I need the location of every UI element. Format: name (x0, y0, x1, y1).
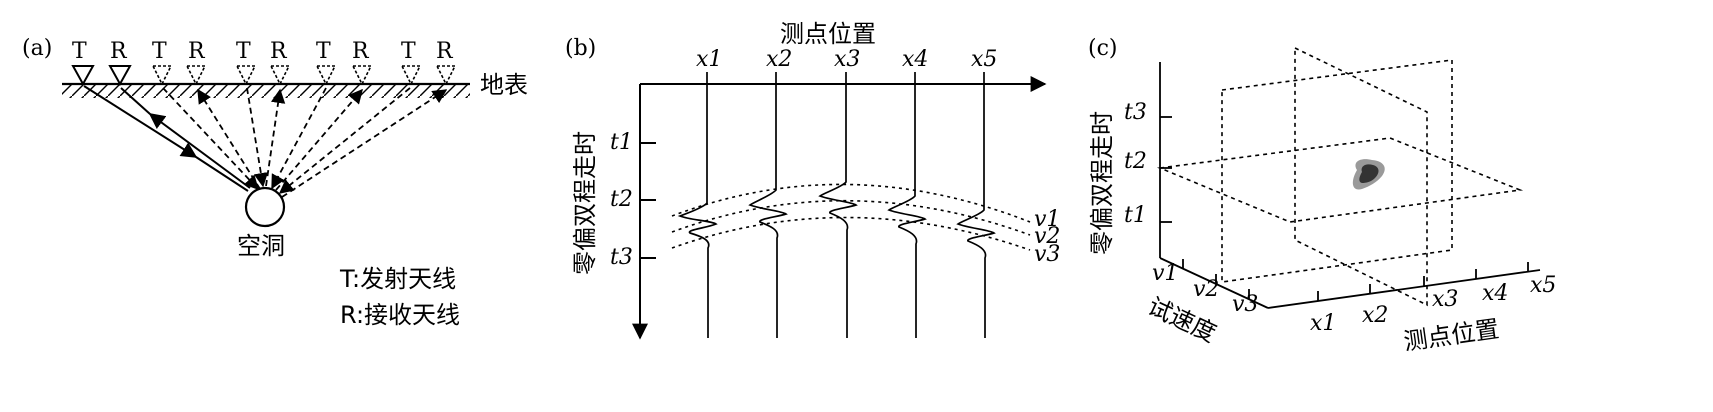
antenna-r-label: R (270, 39, 288, 64)
transmit-antenna-icon (315, 65, 337, 86)
trace-x5 (956, 72, 996, 338)
t-tick-label: t1 (1124, 203, 1147, 228)
panel-a-tag: (a) (22, 36, 52, 61)
v-tick-label: v2 (1193, 277, 1219, 302)
y-tick-label: t3 (610, 245, 633, 270)
trace-x2 (748, 72, 788, 338)
ray-dashed (162, 87, 259, 191)
ray-dashed (281, 89, 448, 198)
x-tick-label: x1 (696, 47, 722, 72)
x-tick-label: x3 (834, 47, 860, 72)
position-axis-title: 测点位置 (1402, 315, 1501, 356)
x-tick-label: x1 (1310, 311, 1336, 336)
vertical-axis-title: 零偏双程走时 (1088, 111, 1116, 255)
panel-b: (b) 测点位置 零偏双程走时 t1 t2 t3 x1 x2 x3 x4 x5 (565, 20, 1060, 340)
receive-antenna-icon (108, 65, 132, 87)
trace-x4 (887, 72, 927, 338)
x-tick-label: x5 (1530, 273, 1556, 298)
x-tick-label: x5 (971, 47, 997, 72)
x-tick-label: x3 (1432, 287, 1458, 312)
x-tick-label: x2 (1362, 303, 1388, 328)
y-axis-title: 零偏双程走时 (571, 131, 599, 275)
slice-plane-velocity (1221, 59, 1453, 283)
antenna-t-label: T (152, 39, 167, 64)
velocity-label: v2 (1034, 224, 1060, 249)
antenna-r-label: R (188, 39, 206, 64)
focused-energy-core (1359, 164, 1379, 183)
ray-up-solid (120, 87, 151, 115)
antenna-t-label: T (72, 39, 87, 64)
trace-x3 (818, 72, 858, 338)
ray-up-solid (148, 113, 251, 189)
transmit-antenna-icon (235, 65, 257, 86)
t-tick-label: t2 (1124, 149, 1147, 174)
antenna-t-label: T (401, 39, 416, 64)
ray-dashed (278, 87, 411, 194)
receive-antenna-icon (435, 65, 457, 86)
v-tick-label: v1 (1152, 261, 1178, 286)
ray-dashed (246, 87, 269, 188)
ground-label: 地表 (480, 71, 528, 99)
x-axis-title: 测点位置 (780, 20, 876, 48)
y-tick-label: t1 (610, 130, 633, 155)
t-tick-label: t3 (1124, 100, 1147, 125)
transmit-antenna-icon (400, 65, 422, 86)
transmit-antenna-icon (71, 65, 95, 87)
cavity-circle (244, 186, 286, 228)
hyperbola-v1 (671, 183, 1031, 223)
x-tick-label: x4 (1482, 281, 1508, 306)
v-tick-label: v3 (1232, 292, 1258, 317)
ground-hatch (62, 85, 470, 98)
legend-receive: R:接收天线 (340, 301, 460, 329)
x-tick-label: x2 (766, 47, 792, 72)
receive-antenna-icon (185, 65, 207, 86)
slice-plane-time (1156, 137, 1524, 223)
slice-plane-position (1294, 46, 1428, 307)
trace-x1 (677, 72, 718, 338)
ray-dashed (265, 88, 286, 187)
panel-c: (c) t3 t2 t1 零偏双程走时 v1 v2 v3 试速度 (1088, 36, 1556, 356)
ray-dashed (271, 87, 327, 190)
velocity-axis (1159, 257, 1269, 309)
receive-antenna-icon (269, 65, 291, 86)
transmit-antenna-icon (151, 65, 173, 86)
y-tick-label: t2 (610, 187, 633, 212)
legend-transmit: T:发射天线 (339, 265, 456, 293)
velocity-label: v1 (1034, 207, 1060, 232)
cavity-label: 空洞 (237, 232, 285, 260)
position-axis (1267, 269, 1541, 309)
panel-b-tag: (b) (565, 36, 596, 61)
antenna-r-label: R (352, 39, 370, 64)
antenna-t-label: T (316, 39, 331, 64)
antenna-r-label: R (110, 39, 128, 64)
antenna-r-label: R (436, 39, 454, 64)
ray-dashed (197, 88, 261, 190)
ray-down-solid (195, 156, 249, 192)
panel-a: (a) 地表 T R T R T R T R T R (22, 36, 528, 329)
ray-dashed (275, 88, 363, 191)
velocity-label: v3 (1034, 242, 1060, 267)
antenna-t-label: T (236, 39, 251, 64)
receive-antenna-icon (351, 65, 373, 86)
ray-down-solid (83, 85, 198, 158)
panel-c-tag: (c) (1088, 36, 1118, 61)
x-tick-label: x4 (902, 47, 928, 72)
